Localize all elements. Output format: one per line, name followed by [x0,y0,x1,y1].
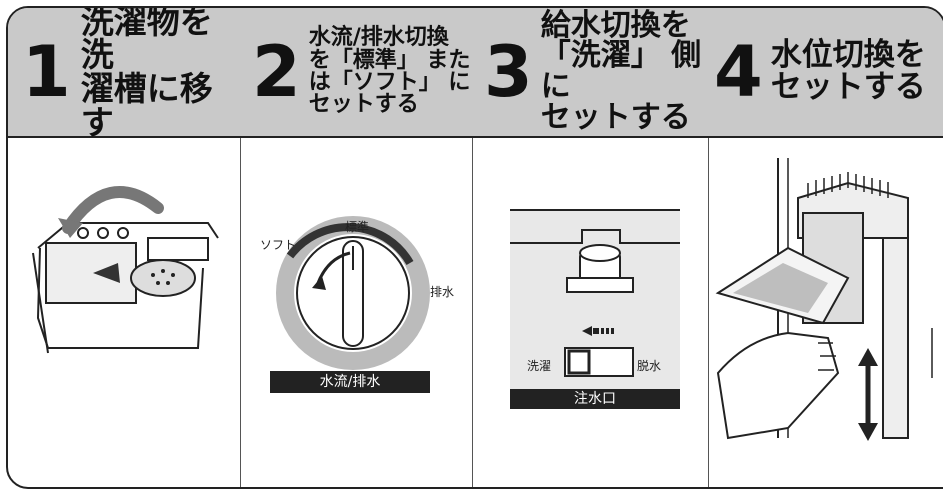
step-4-illustration [708,138,943,487]
step-3: 3 給水切換を 「洗濯」 側に セットする [472,8,709,487]
washing-machine-illustration [32,186,219,354]
water-level-illustration [715,158,933,441]
dial-label-soft: ソフト [260,238,297,252]
step-1-title: 洗濯物を洗 濯槽に移す [80,6,213,142]
step-3-title: 給水切換を 「洗濯」 側に セットする [540,7,702,135]
step-3-number: 3 [484,31,533,113]
step-4-title: 水位切換を セットする [770,37,926,105]
step-4: 4 水位切換を セットする [708,8,943,487]
dial-label-standard: 標準 [345,220,370,234]
switch-label-wash: 洗濯 [527,359,552,373]
inlet-caption: 注水口 [510,389,680,409]
switch-label-spin: 脱水 [637,359,662,373]
instruction-panel: 1 洗濯物を洗 濯槽に移す [6,6,943,489]
step-1: 1 洗濯物を洗 濯槽に移す [8,8,241,487]
step-2-number: 2 [252,31,301,113]
step-2: 2 水流/排水切換 を「標準」 また は「ソフト」 に セットする ソフト 標準… [240,8,473,487]
step-4-header: 4 水位切換を セットする [708,8,943,138]
step-1-number: 1 [22,31,71,113]
step-2-header: 2 水流/排水切換 を「標準」 また は「ソフト」 に セットする [240,8,472,138]
step-4-number: 4 [714,31,763,113]
water-inlet-illustration [510,209,680,400]
dial-illustration [276,216,430,370]
step-3-illustration: 洗濯 脱水 注水口 [472,138,708,487]
step-1-header: 1 洗濯物を洗 濯槽に移す [8,6,240,142]
step-1-illustration [8,138,240,487]
dial-caption: 水流/排水 [270,371,430,393]
dial-label-drain: 排水 [430,285,455,299]
step-2-illustration: ソフト 標準 排水 水流/排水 [240,138,472,487]
step-2-title: 水流/排水切換 を「標準」 また は「ソフト」 に セットする [308,25,471,118]
step-3-header: 3 給水切換を 「洗濯」 側に セットする [472,8,708,138]
